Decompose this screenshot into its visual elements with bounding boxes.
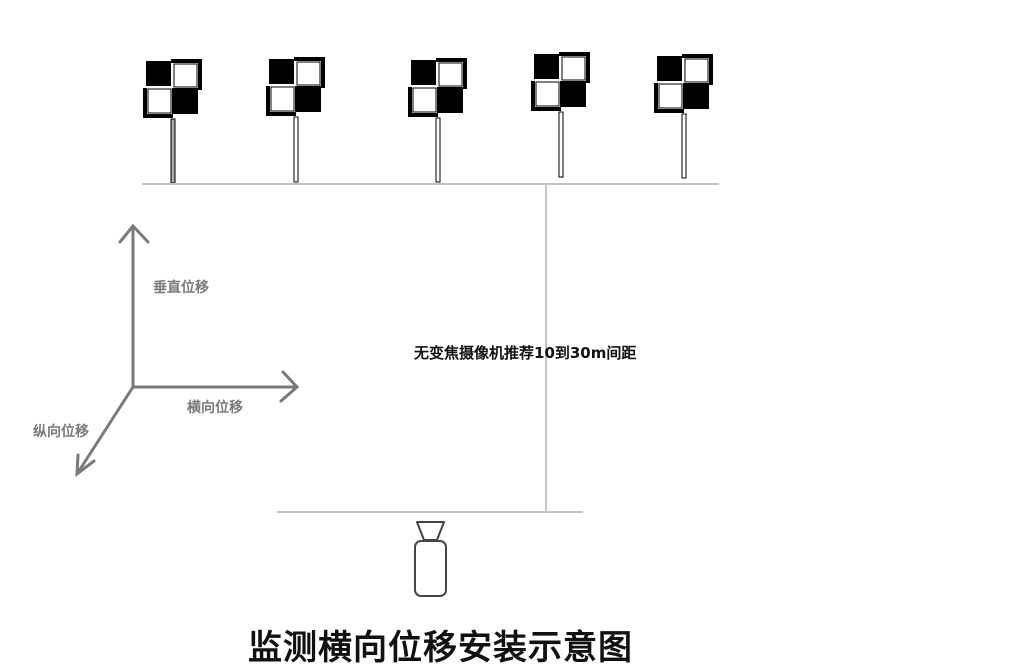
target-pole (170, 118, 176, 184)
target-1 (141, 56, 203, 184)
lateral-axis-label: 横向位移 (187, 400, 243, 416)
axes-icon (75, 223, 300, 478)
target-3 (406, 55, 468, 183)
diagram-title: 监测横向位移安装示意图 (248, 628, 633, 668)
distance-note: 无变焦摄像机推荐10到30m间距 (414, 344, 637, 362)
target-pole (558, 111, 564, 178)
target-2 (264, 54, 326, 183)
target-4 (529, 49, 591, 178)
target-pole (435, 117, 441, 183)
longitudinal-axis-label: 纵向位移 (33, 424, 89, 440)
target-5 (652, 51, 714, 179)
target-pole (293, 116, 299, 183)
vertical-axis-label: 垂直位移 (153, 280, 209, 296)
camera-icon (414, 521, 447, 597)
target-pole (681, 113, 687, 179)
